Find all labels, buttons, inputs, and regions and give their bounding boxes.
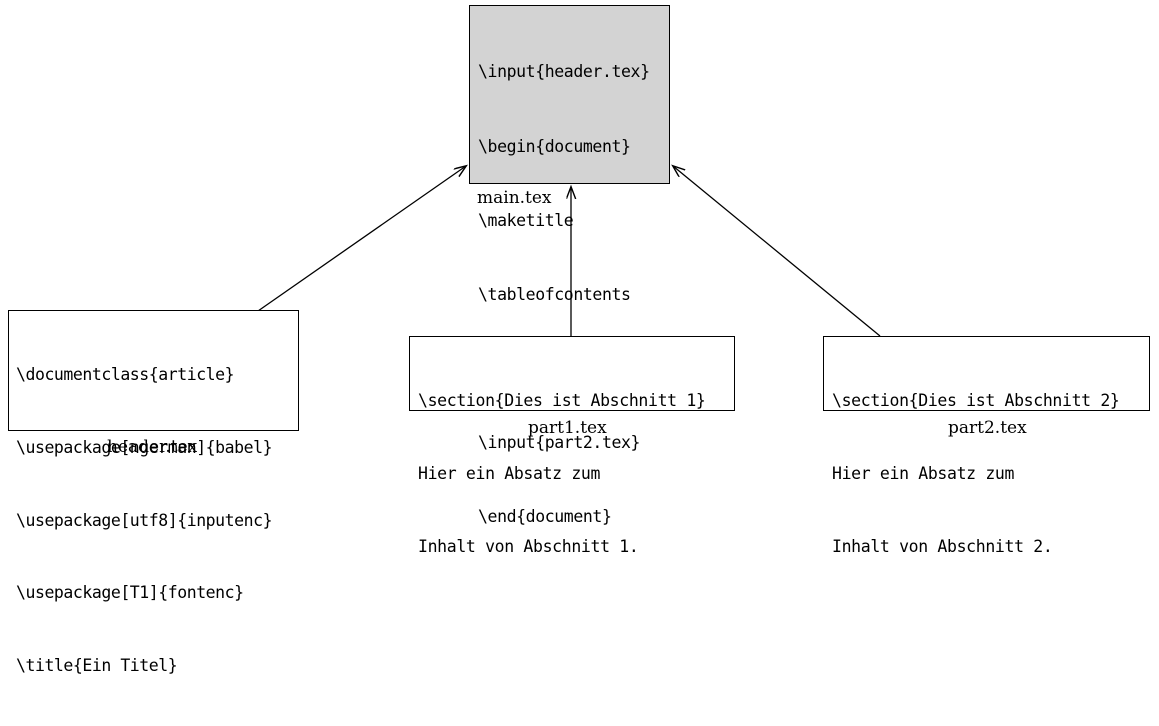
code-line: \title{Ein Titel} bbox=[16, 655, 178, 675]
node-label-header-tex: header.tex bbox=[107, 437, 198, 457]
arrow-header-to-main bbox=[257, 166, 466, 312]
node-part1-tex[interactable]: \section{Dies ist Abschnitt 1} Hier ein … bbox=[409, 336, 735, 556]
code-line: \section{Dies ist Abschnitt 1} bbox=[418, 391, 706, 411]
code-line: \section{Dies ist Abschnitt 2} bbox=[832, 391, 1120, 411]
code-line: \usepackage[ngerman]{babel} bbox=[16, 438, 273, 458]
code-line: \input{header.tex} bbox=[478, 62, 650, 82]
code-line: Inhalt von Abschnitt 1. bbox=[418, 536, 639, 556]
code-line: \begin{document} bbox=[478, 136, 631, 156]
node-part2-tex[interactable]: \section{Dies ist Abschnitt 2} Hier ein … bbox=[823, 336, 1150, 556]
node-label-part2-tex: part2.tex bbox=[948, 418, 1027, 438]
latex-file-structure-diagram: \input{header.tex} \begin{document} \mak… bbox=[8, 5, 1150, 675]
node-label-main-tex: main.tex bbox=[477, 188, 552, 208]
code-line: \usepackage[T1]{fontenc} bbox=[16, 583, 244, 603]
code-line: \maketitle bbox=[478, 210, 574, 230]
code-line: \end{document} bbox=[478, 507, 612, 527]
code-line: \usepackage[utf8]{inputenc} bbox=[16, 510, 273, 530]
arrow-part2-to-main bbox=[673, 166, 881, 337]
node-header-tex[interactable]: \documentclass{article} \usepackage[nger… bbox=[8, 310, 299, 675]
code-line: \tableofcontents bbox=[478, 284, 631, 304]
code-line: \input{part2.tex} bbox=[478, 432, 641, 452]
code-line: Hier ein Absatz zum bbox=[418, 464, 601, 484]
node-label-part1-tex: part1.tex bbox=[528, 418, 607, 438]
code-line: \documentclass{article} bbox=[16, 365, 235, 385]
code-line: Inhalt von Abschnitt 2. bbox=[832, 536, 1053, 556]
node-main-tex[interactable]: \input{header.tex} \begin{document} \mak… bbox=[469, 5, 670, 526]
code-line: Hier ein Absatz zum bbox=[832, 464, 1015, 484]
